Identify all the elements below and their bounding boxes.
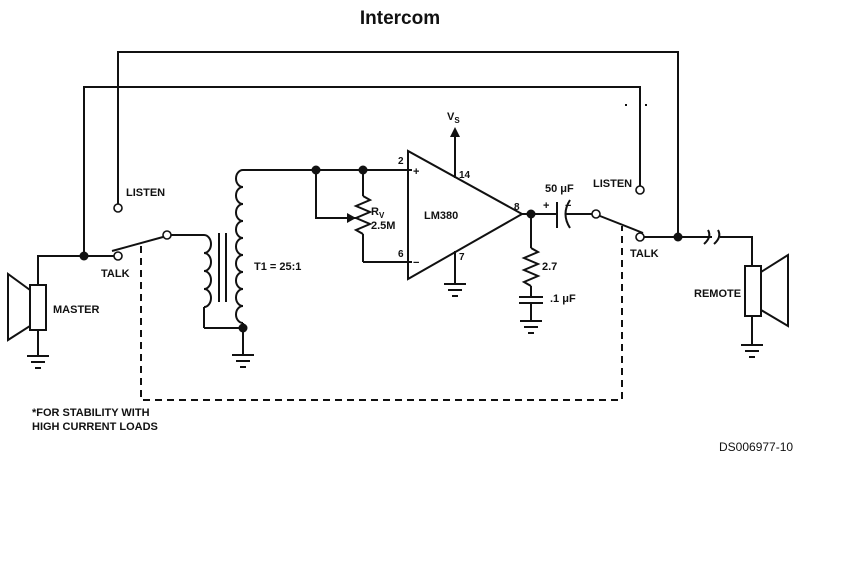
rv-value-label: 2.5M <box>371 220 395 232</box>
snubber-capacitor <box>519 296 543 321</box>
remote-speaker <box>744 253 789 328</box>
supply-subscript: S <box>454 116 460 125</box>
resistor-2-7-label: 2.7 <box>542 261 557 273</box>
supply-name: V <box>447 111 455 123</box>
stability-footnote: *FOR STABILITY WITH HIGH CURRENT LOADS <box>32 406 158 434</box>
left-talk-contact <box>113 251 123 261</box>
remote-wire-2 <box>720 236 753 266</box>
snubber-ground-icon <box>520 320 542 334</box>
right-listen-contact <box>635 185 645 195</box>
pin-2-label: 2 <box>398 156 404 167</box>
diagram-title: Intercom <box>359 8 441 29</box>
output-resistor-2-7 <box>521 247 541 287</box>
listen-left-label: LISTEN <box>126 187 165 199</box>
right-switch-pivot <box>591 209 601 219</box>
left-listen-contact <box>113 203 123 213</box>
footnote-line-1: *FOR STABILITY WITH <box>32 407 150 419</box>
amp-ground-icon <box>444 283 466 297</box>
footnote-line-2: HIGH CURRENT LOADS <box>32 421 158 433</box>
remote-label: REMOTE <box>694 288 741 300</box>
pin-6-label: 6 <box>398 249 404 260</box>
left-talk-listen-switch <box>111 203 172 261</box>
transformer-label: T1 = 25:1 <box>254 261 301 273</box>
cable-break-icon <box>703 229 721 245</box>
minus-input-label: − <box>413 257 419 269</box>
remote-junction-dot <box>673 232 683 242</box>
pin-7-label: 7 <box>459 252 465 263</box>
document-id: DS006977-10 <box>719 440 794 454</box>
output-capacitor-50uf <box>556 199 592 229</box>
talk-right-label: TALK <box>630 248 659 260</box>
plus-input-label: + <box>413 166 419 178</box>
opamp-label: LM380 <box>424 210 458 222</box>
master-wire-top <box>37 255 118 285</box>
crossover-wiring <box>83 51 679 256</box>
switch-linkage-dashed <box>140 226 623 401</box>
supply-label: VS <box>447 111 460 125</box>
master-label: MASTER <box>53 304 100 316</box>
right-talk-contact <box>635 232 645 242</box>
master-speaker <box>7 272 47 342</box>
remote-ground-icon <box>741 344 763 358</box>
master-junction-dot <box>79 251 89 261</box>
transformer-ground-icon <box>232 354 254 368</box>
listen-right-label: LISTEN <box>593 178 632 190</box>
cap-50uf-label: 50 μF <box>545 183 574 195</box>
talk-left-label: TALK <box>101 268 130 280</box>
wiper-wire <box>315 170 345 219</box>
master-ground-icon <box>27 355 49 369</box>
rv-name: R <box>371 206 379 218</box>
cap-snubber-label: .1 μF <box>550 293 576 305</box>
lm380-amplifier <box>407 149 525 281</box>
rv-subscript: V <box>379 211 385 220</box>
cap-plus-label: + <box>543 200 549 212</box>
pin-14-label: 14 <box>459 170 471 181</box>
potentiometer-rv <box>345 170 373 262</box>
supply-arrow-icon <box>450 127 460 137</box>
transformer-t1 <box>203 169 248 355</box>
cap-minus-label: − <box>565 200 571 212</box>
left-switch-pivot <box>162 230 172 240</box>
right-talk-listen-switch <box>591 185 645 242</box>
rv-label: RV <box>371 206 385 220</box>
pin-8-label: 8 <box>514 202 520 213</box>
